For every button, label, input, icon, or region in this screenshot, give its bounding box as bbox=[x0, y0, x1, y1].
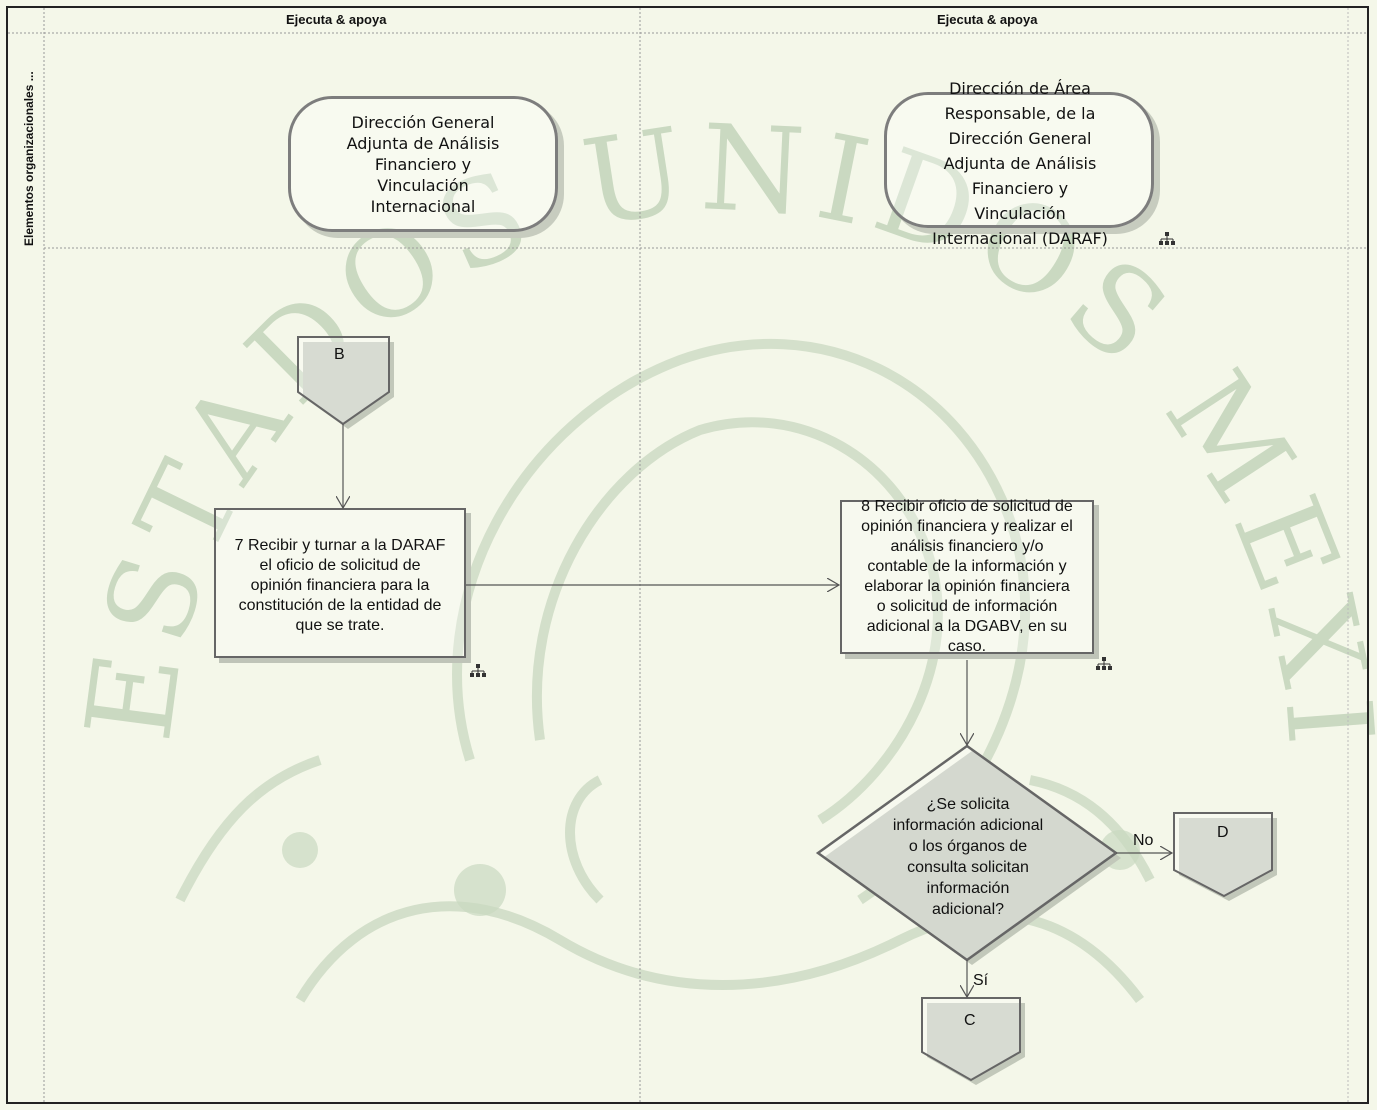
org-unit-line: Financiero y bbox=[971, 179, 1069, 198]
decision-yes-label: Sí bbox=[973, 972, 989, 989]
connector-d-shape[interactable] bbox=[1173, 812, 1277, 901]
org-chart-icon[interactable] bbox=[470, 664, 486, 678]
decision-line: adicional? bbox=[931, 901, 1005, 918]
activity-line: adicional a la DGABV, en su bbox=[866, 618, 1068, 635]
org-unit-line: Internacional bbox=[370, 196, 476, 216]
org-chart-icon[interactable] bbox=[1159, 232, 1175, 246]
org-unit-line: Vinculación bbox=[377, 175, 469, 195]
decision-line: información adicional bbox=[892, 817, 1044, 834]
connector-b-label: B bbox=[334, 346, 345, 363]
activity-8-box[interactable] bbox=[840, 500, 1094, 654]
org-unit-line: Responsable, de la bbox=[944, 104, 1096, 123]
org-unit-line: Adjunta de Análisis bbox=[943, 154, 1097, 173]
connector-c-shape[interactable] bbox=[921, 997, 1025, 1085]
org-unit-line: Adjunta de Análisis bbox=[346, 133, 500, 153]
org-chart-icon[interactable] bbox=[1096, 657, 1112, 671]
activity-line: caso. bbox=[947, 638, 987, 655]
org-unit-line: Dirección de Área bbox=[949, 79, 1091, 98]
decision-diamond[interactable] bbox=[815, 744, 1121, 965]
org-unit-daraf-text: Dirección de Área Responsable, de la Dir… bbox=[900, 76, 1140, 251]
activity-8-text: 8 Recibir oficio de solicitud de opinión… bbox=[836, 497, 1098, 657]
connector-b-shape[interactable] bbox=[297, 336, 394, 429]
diagram-frame bbox=[6, 6, 1369, 1104]
lane-title-1: Ejecuta & apoya bbox=[286, 12, 387, 27]
org-unit-line: Vinculación bbox=[974, 204, 1066, 223]
activity-line: o solicitud de información bbox=[876, 598, 1058, 615]
org-unit-daraf[interactable] bbox=[884, 92, 1154, 228]
connector-c-label: C bbox=[964, 1012, 976, 1029]
activity-line: análisis financiero y/o bbox=[890, 538, 1044, 555]
activity-line: 8 Recibir oficio de solicitud de bbox=[861, 498, 1073, 515]
decision-line: consulta solicitan bbox=[907, 859, 1029, 876]
org-unit-line: Dirección General bbox=[351, 112, 495, 132]
activity-7-text: 7 Recibir y turnar a la DARAF el oficio … bbox=[214, 536, 466, 636]
decision-line: o los órganos de bbox=[908, 838, 1028, 855]
activity-line: opinión financiera y realizar el bbox=[861, 518, 1073, 535]
activity-line: que se trate. bbox=[295, 617, 385, 634]
activity-line: 7 Recibir y turnar a la DARAF bbox=[234, 537, 446, 554]
lane-title-2: Ejecuta & apoya bbox=[937, 12, 1038, 27]
decision-line: información bbox=[926, 880, 1010, 897]
org-unit-line: Dirección General bbox=[948, 129, 1092, 148]
activity-line: constitución de la entidad de bbox=[238, 597, 442, 614]
activity-line: elaborar la opinión financiera bbox=[864, 578, 1070, 595]
activity-line: contable de la información y bbox=[867, 558, 1067, 575]
decision-no-label: No bbox=[1133, 832, 1154, 849]
org-unit-line: Financiero y bbox=[374, 154, 472, 174]
activity-line: el oficio de solicitud de bbox=[259, 557, 421, 574]
org-unit-dgaafvi[interactable]: Dirección General Adjunta de Análisis Fi… bbox=[288, 96, 558, 232]
decision-text: ¿Se solicita información adicional o los… bbox=[868, 794, 1068, 920]
decision-line: ¿Se solicita bbox=[926, 796, 1010, 813]
connector-d-label: D bbox=[1217, 824, 1229, 841]
org-unit-line: Internacional (DARAF) bbox=[932, 229, 1108, 248]
activity-7-box[interactable] bbox=[214, 508, 466, 658]
activity-line: opinión financiera para la bbox=[250, 577, 430, 594]
